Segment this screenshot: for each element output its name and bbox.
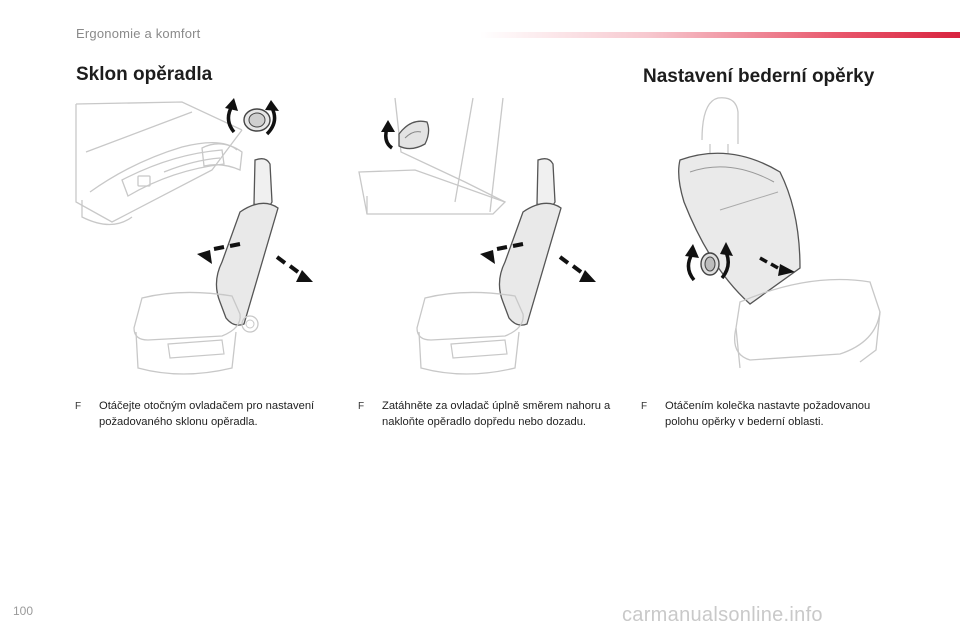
section-title-lumbar-support: Nastavení bederní opěrky [643, 66, 875, 87]
header-accent-bar [480, 32, 960, 38]
watermark: carmanualsonline.info [622, 604, 823, 626]
recline-direction-arrows [480, 242, 596, 282]
release-lever-icon [381, 120, 430, 150]
seat-drawing [133, 158, 279, 375]
page-number: 100 [13, 604, 34, 618]
lumbar-direction-arrow [759, 256, 795, 276]
bullet-marker: F [641, 401, 648, 412]
backrest-lever-illustration [358, 97, 596, 375]
instruction-lumbar-wheel: F Otáčením kolečka nastavte požadovanou … [641, 399, 906, 430]
recline-knob-icon [225, 98, 279, 136]
door-panel-lines [75, 101, 243, 226]
section-title-backrest-angle: Sklon opěradla [76, 64, 213, 85]
cabin-lines [358, 97, 507, 215]
section-header: Ergonomie a komfort [76, 26, 201, 41]
instruction-backrest-lever: F Zatáhněte za ovladač úplně směrem naho… [358, 399, 620, 430]
seat-drawing [416, 158, 562, 375]
bullet-marker: F [75, 401, 82, 412]
backrest-knob-illustration [75, 98, 313, 375]
lumbar-wheel-illustration [678, 97, 881, 369]
instruction-text: Otáčejte otočným ovladačem pro nastavení… [99, 400, 315, 428]
instruction-text: Otáčením kolečka nastavte požadovanou po… [665, 400, 871, 428]
instruction-text: Zatáhněte za ovladač úplně směrem nahoru… [382, 400, 611, 428]
lumbar-wheel-icon [685, 242, 733, 282]
instruction-backrest-knob: F Otáčejte otočným ovladačem pro nastave… [75, 399, 340, 430]
bullet-marker: F [358, 401, 365, 412]
seat-drawing [678, 97, 881, 369]
recline-direction-arrows [197, 242, 313, 282]
